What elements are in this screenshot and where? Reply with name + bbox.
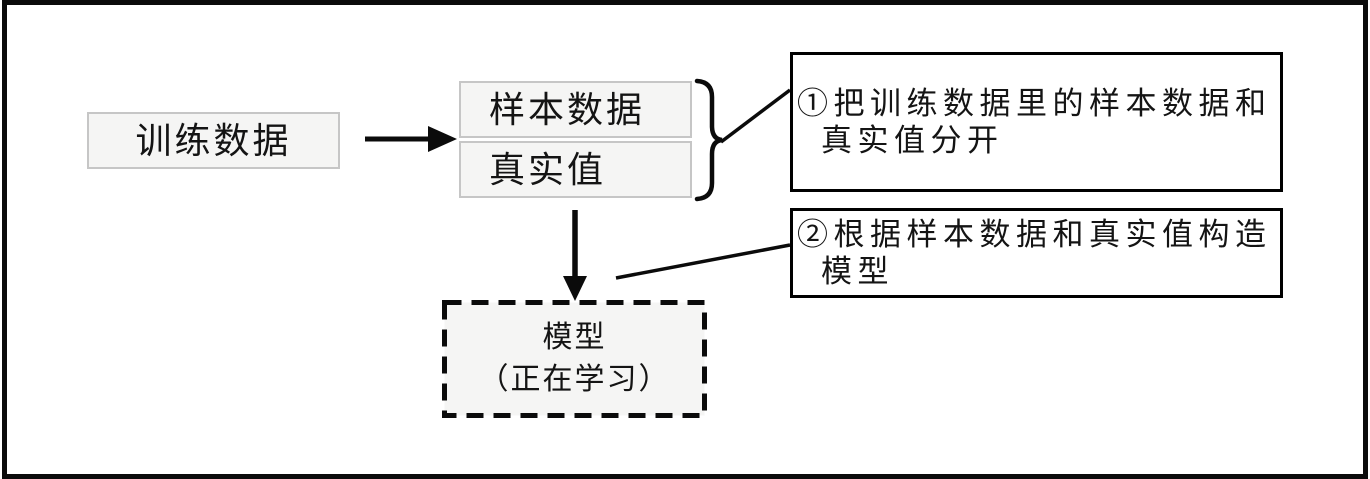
flow-arrow-right-icon <box>365 126 457 152</box>
callout2-connector-line <box>615 243 791 280</box>
training-data-node: 训练数据 <box>87 112 340 169</box>
model-box-dashed-border <box>442 300 707 418</box>
model-subtitle: （正在学习） <box>478 363 671 396</box>
flow-arrow-down-icon <box>563 210 587 301</box>
callout-step2-line2: 模型 <box>821 254 894 289</box>
model-title: 模型 <box>542 321 607 354</box>
sample-data-node: 样本数据 <box>459 81 692 138</box>
callout-step1-line2: 真实值分开 <box>821 123 1004 158</box>
flow-arrow-down-head <box>563 276 587 301</box>
callout-step2: ②根据样本数据和真实值构造 模型 <box>790 208 1283 298</box>
ground-truth-node: 真实值 <box>459 141 692 198</box>
grouping-brace-icon <box>694 78 723 202</box>
callout1-connector-line <box>719 88 792 144</box>
model-node: 模型 （正在学习） <box>442 300 707 418</box>
callout-step1: ①把训练数据里的样本数据和 真实值分开 <box>790 52 1283 192</box>
callout-step1-line1: ①把训练数据里的样本数据和 <box>797 86 1272 121</box>
sample-data-label: 样本数据 <box>489 89 646 130</box>
flow-arrow-right-head <box>428 126 457 152</box>
training-data-label: 训练数据 <box>135 120 292 161</box>
callout-step2-line1: ②根据样本数据和真实值构造 <box>797 217 1272 252</box>
ground-truth-label: 真实值 <box>489 149 607 190</box>
